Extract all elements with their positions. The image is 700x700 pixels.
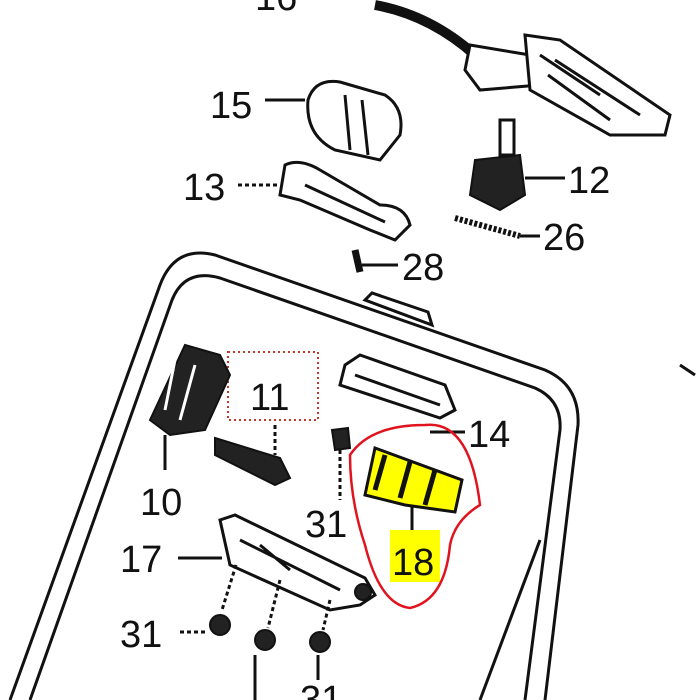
callout-16: 16 <box>255 0 297 19</box>
red-circle-annotation <box>348 423 482 610</box>
part-18-highlighted <box>348 423 482 610</box>
tab <box>362 291 435 328</box>
part-26-spring <box>454 215 521 239</box>
screws-31 <box>180 564 332 700</box>
part-14 <box>330 353 465 500</box>
part-11-group-box <box>227 351 319 421</box>
part-12 <box>468 118 565 212</box>
bezel-frame-outer <box>8 251 580 700</box>
callout-31: 31 <box>120 614 162 656</box>
label-18-highlight <box>390 530 440 582</box>
callout-28: 28 <box>402 247 444 289</box>
part-15 <box>265 79 403 162</box>
callout-26: 26 <box>543 217 585 259</box>
callout-31: 31 <box>300 679 342 700</box>
part-28-pin <box>351 249 364 273</box>
edge-mark <box>679 363 696 377</box>
callout-17: 17 <box>120 539 162 581</box>
callout-13: 13 <box>183 167 225 209</box>
callout-11: 11 <box>250 377 289 419</box>
callout-15: 15 <box>210 85 252 127</box>
callout-31: 31 <box>305 504 347 546</box>
callout-10: 10 <box>140 482 182 524</box>
part-17 <box>178 513 378 612</box>
part-13 <box>238 160 412 242</box>
callout-14: 14 <box>468 414 510 456</box>
part-16-cable-connector <box>374 0 672 137</box>
callout-18: 18 <box>392 542 434 584</box>
bezel-frame-inner2 <box>478 539 542 700</box>
callout-12: 12 <box>568 160 610 202</box>
part-10 <box>148 343 292 487</box>
bezel-frame-inner <box>28 274 562 700</box>
